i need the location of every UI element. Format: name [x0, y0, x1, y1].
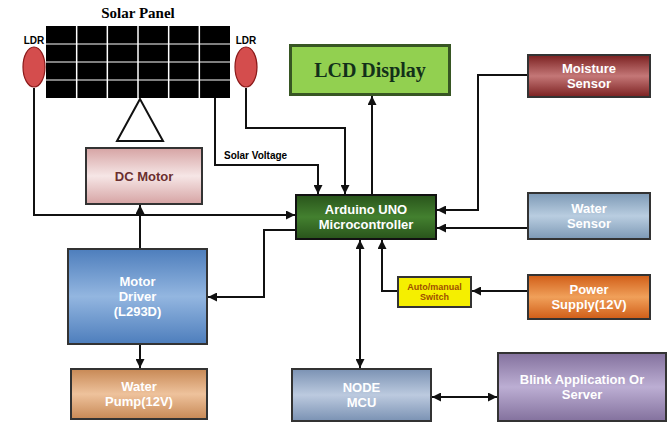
connector-arrow — [246, 88, 345, 194]
connector-arrow — [34, 88, 295, 215]
box-label: LCD Display — [314, 59, 426, 82]
connector-arrow — [371, 96, 373, 194]
server-box: Blink Application Or Server — [497, 352, 667, 422]
driver-box: Motor Driver (L293D) — [67, 248, 208, 345]
connector-arrow — [382, 240, 397, 291]
box-label: Motor Driver (L293D) — [108, 274, 168, 319]
connector-arrow — [139, 345, 141, 368]
sensor-box: Moisture Sensor — [527, 54, 651, 98]
connector-arrow — [472, 290, 527, 292]
panel-mount-triangle — [117, 99, 163, 141]
connector-arrow — [208, 230, 295, 297]
connector-arrow — [139, 205, 141, 248]
connector-arrow — [359, 240, 361, 368]
ldr-body — [23, 47, 45, 87]
ldr-sensor: LDR — [20, 34, 48, 88]
connector-arrow — [437, 227, 527, 229]
ldr-symbol — [234, 46, 258, 88]
panel-cell-line — [46, 44, 230, 45]
wifi-module-box: NODE MCU — [291, 368, 432, 422]
box-label: DC Motor — [115, 169, 174, 184]
switch-box: Auto/manual Switch — [397, 276, 472, 308]
connector-arrow — [215, 98, 318, 194]
ldr-symbol — [22, 46, 46, 88]
controller-box: Arduino UNO Microcontroller — [295, 194, 437, 240]
solar-panel-body — [46, 26, 230, 98]
ldr-label: LDR — [236, 35, 257, 46]
box-label: Moisture Sensor — [549, 61, 629, 91]
box-label: Water Sensor — [554, 201, 624, 231]
box-label: Power Supply(12V) — [539, 282, 639, 312]
solar-panel-grid — [46, 26, 230, 98]
pump-box: Water Pump(12V) — [70, 368, 208, 420]
panel-cell-line — [46, 80, 230, 81]
solar-panel: Solar Panel — [46, 4, 230, 98]
motor-box: DC Motor — [85, 147, 203, 205]
power-box: Power Supply(12V) — [527, 274, 651, 320]
sensor-box: Water Sensor — [527, 192, 651, 240]
connector-arrow — [432, 396, 497, 398]
ldr-sensor: LDR — [232, 34, 260, 88]
panel-cell-line — [46, 62, 230, 63]
box-label: Water Pump(12V) — [94, 379, 184, 409]
lcd-display-box: LCD Display — [289, 44, 451, 96]
box-label: Blink Application Or Server — [517, 372, 647, 402]
box-label: Auto/manual Switch — [403, 282, 466, 302]
ldr-label: LDR — [24, 35, 45, 46]
box-label: NODE MCU — [337, 380, 387, 410]
box-label: Arduino UNO Microcontroller — [301, 202, 431, 232]
panel-title: Solar Panel — [101, 5, 174, 22]
ldr-body — [235, 47, 257, 87]
edge-label: Solar Voltage — [222, 150, 289, 161]
